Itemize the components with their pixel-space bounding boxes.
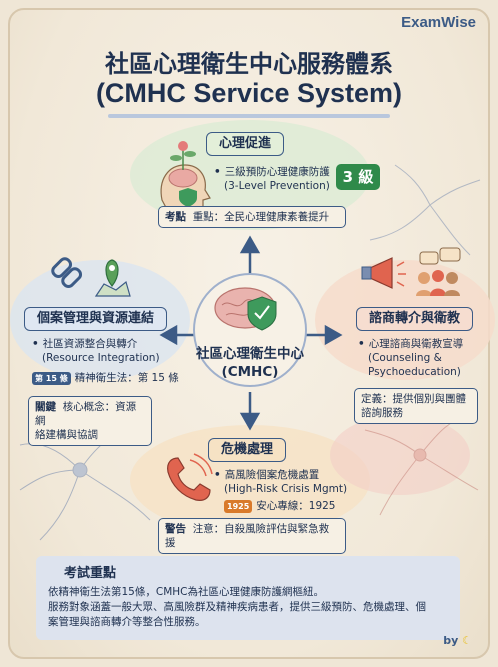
center-node-label: 社區心理衛生中心 (CMHC) xyxy=(170,345,330,381)
megaphone-icon xyxy=(361,257,406,289)
note-crisis: 警告 注意：自殺風險評估與緊急救援 xyxy=(158,518,346,554)
note-promotion: 考點 重點：全民心理健康素養提升 xyxy=(158,206,346,228)
node-title-case-management: 個案管理與資源連結 xyxy=(24,307,168,331)
center-hub xyxy=(193,273,307,387)
arrow-left-head xyxy=(159,324,178,346)
bullet-zh: 社區資源整合與轉介 xyxy=(42,338,138,350)
map-pin-icon xyxy=(94,259,131,297)
summary-line3: 案管理與諮商轉介等整合性服務。 xyxy=(48,616,206,628)
node-bullet-promotion: •三級預防心理健康防護 (3-Level Prevention) xyxy=(214,165,330,193)
banana-icon: ☾ xyxy=(462,634,472,647)
bottom-blob xyxy=(130,425,370,535)
title-underline xyxy=(108,114,390,118)
arrow-down-head xyxy=(239,412,261,431)
note-line2: 諮詢服務 xyxy=(361,407,403,419)
brand-logo: ExamWise xyxy=(401,14,476,31)
law-line: 第 15 條精神衛生法：第 15 條 xyxy=(32,371,179,385)
phone-icon xyxy=(167,453,213,501)
level-badge: 3 級 xyxy=(336,164,380,190)
note-line1: 定義：提供個別與團體 xyxy=(361,393,466,405)
node-title-crisis: 危機處理 xyxy=(208,438,287,462)
note-tag: 關鍵 xyxy=(35,401,56,413)
bullet-en: (High-Risk Crisis Mgmt) xyxy=(224,483,348,495)
link-icon xyxy=(51,257,83,289)
note-text: 重點：全民心理健康素養提升 xyxy=(192,211,330,223)
note-tag: 考點 xyxy=(165,211,186,223)
note-tag: 警告 xyxy=(165,523,186,535)
center-line1: 社區心理衛生中心 xyxy=(196,346,304,362)
note-case-management: 關鍵 核心概念：資源網 絡建構與協調 xyxy=(28,396,152,446)
note-line1: 核心概念：資源網 xyxy=(35,401,137,427)
node-title-counseling: 諮商轉介與衛教 xyxy=(356,307,474,331)
exam-summary-box: 考試重點 依精神衛生法第15條，CMHC為社區心理健康防護網樞紐。 服務對象涵蓋… xyxy=(36,556,460,640)
center-line2: (CMHC) xyxy=(221,364,279,380)
node-bullet-counseling: •心理諮商與衛教宣導 (Counseling & Psychoeducation… xyxy=(358,337,463,379)
note-text: 注意：自殺風險評估與緊急救援 xyxy=(165,523,330,549)
note-counseling: 定義：提供個別與團體 諮詢服務 xyxy=(354,388,478,424)
node-title-promotion: 心理促進 xyxy=(206,132,285,156)
summary-title: 考試重點 xyxy=(64,566,117,581)
bullet-en: (Resource Integration) xyxy=(42,352,160,364)
bullet-en1: (Counseling & xyxy=(368,352,442,364)
bullet-en2: Psychoeducation) xyxy=(368,366,461,378)
bullet-dot: • xyxy=(358,338,365,350)
bullet-dot: • xyxy=(214,166,221,178)
note-line2: 絡建構與協調 xyxy=(35,429,98,441)
page-subtitle: (CMHC Service System) xyxy=(95,78,403,108)
bullet-zh: 三級預防心理健康防護 xyxy=(224,166,330,178)
summary-line1: 依精神衛生法第15條，CMHC為社區心理健康防護網樞紐。 xyxy=(48,586,324,598)
bullet-dot: • xyxy=(32,338,39,350)
neuron-right xyxy=(364,414,479,516)
byline-text: by xyxy=(443,634,459,647)
hotline-text: 安心專線：1925 xyxy=(256,500,336,512)
bullet-zh: 心理諮商與衛教宣導 xyxy=(368,338,464,350)
law-tag: 第 15 條 xyxy=(32,371,71,385)
shield-icon xyxy=(247,296,277,331)
hotline-tag: 1925 xyxy=(224,499,253,513)
bullet-zh: 高風險個案危機處置 xyxy=(224,469,320,481)
people-icon xyxy=(416,247,461,296)
arrow-right-head xyxy=(324,324,343,346)
law-text: 精神衛生法：第 15 條 xyxy=(74,372,179,384)
neuron-top-right xyxy=(369,164,481,256)
head-plant-icon xyxy=(160,141,211,216)
bullet-en: (3-Level Prevention) xyxy=(224,180,330,192)
summary-line2: 服務對象涵蓋一般大眾、高風險群及精神疾病患者，提供三級預防、危機處理、個 xyxy=(48,601,426,613)
neuron-blob-red xyxy=(330,415,470,495)
page-title: 社區心理衛生中心服務體系 xyxy=(105,50,393,78)
arrow-up-head xyxy=(239,235,261,254)
bullet-dot: • xyxy=(214,469,221,481)
byline: by ☾ xyxy=(443,634,472,647)
node-bullet-case-management: •社區資源整合與轉介 (Resource Integration) 第 15 條… xyxy=(32,337,179,385)
